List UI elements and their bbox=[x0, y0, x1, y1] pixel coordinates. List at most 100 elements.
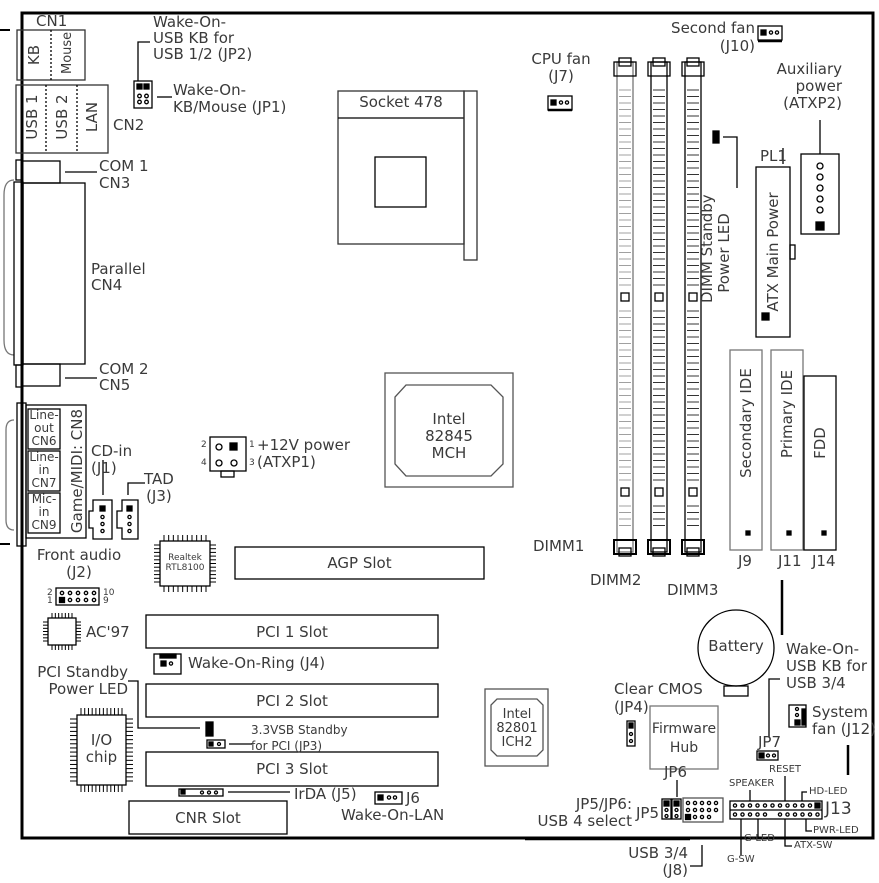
jp1-label: Wake-On-KB/Mouse (JP1) bbox=[173, 81, 287, 116]
cnr-slot bbox=[128, 800, 288, 835]
parallel-connector bbox=[22, 182, 86, 365]
cdin-connector bbox=[88, 499, 113, 540]
usb34-header bbox=[682, 797, 724, 823]
jp5-label: JP5 bbox=[636, 804, 660, 822]
atxp2-connector bbox=[800, 153, 840, 235]
g-led-label: G-LED bbox=[744, 833, 775, 844]
usb1-port-label: USB 1 bbox=[23, 94, 41, 140]
pci3-slot-label: PCI 3 Slot bbox=[256, 760, 328, 778]
dimm2-label: DIMM2 bbox=[590, 571, 642, 589]
hd-led-label: HD-LED bbox=[809, 786, 848, 797]
com1-label: COM 1 bbox=[99, 157, 149, 175]
primary-ide-label: Primary IDE bbox=[778, 369, 796, 459]
secondary-ide-label: Secondary IDE bbox=[737, 368, 755, 478]
front-audio-header bbox=[55, 587, 100, 606]
com2-label: COM 2 bbox=[99, 360, 149, 378]
cn3-label: CN3 bbox=[99, 174, 131, 192]
system-fan-header bbox=[788, 704, 807, 728]
dimm3-label: DIMM3 bbox=[667, 581, 719, 599]
tad-connector bbox=[116, 499, 139, 540]
atxp1-label: +12V power(ATXP1) bbox=[257, 436, 351, 471]
pci3-slot bbox=[145, 751, 439, 787]
audio-jacks bbox=[25, 404, 87, 539]
reset-label: RESET bbox=[769, 764, 802, 775]
pin-label: 10 bbox=[103, 588, 115, 598]
pin-label: 9 bbox=[103, 596, 109, 606]
jp7-label: JP7 bbox=[758, 733, 782, 751]
fdd-label: FDD bbox=[811, 427, 829, 459]
intel-mch-chip bbox=[384, 372, 514, 488]
ac97-label: AC'97 bbox=[86, 623, 130, 641]
second-fan-label: Second fan(J10) bbox=[671, 19, 755, 55]
atxp1-connector bbox=[209, 436, 247, 472]
cn5-label: CN5 bbox=[99, 376, 131, 394]
com1-connector bbox=[21, 160, 61, 184]
atx-main-power-label: ATX Main Power bbox=[764, 192, 782, 312]
wake-on-ring-label: Wake-On-Ring (J4) bbox=[188, 654, 326, 672]
dimm-slot-1 bbox=[613, 57, 637, 557]
atx-sw-label: ATX-SW bbox=[794, 840, 833, 851]
front-audio-label: Front audio(J2) bbox=[36, 546, 122, 581]
j6-label: J6 bbox=[406, 789, 420, 807]
clear-cmos-label: Clear CMOS(JP4) bbox=[614, 680, 703, 716]
pin-label: 4 bbox=[201, 458, 207, 468]
cpu-fan-label: CPU fan(J7) bbox=[531, 50, 591, 85]
secondary-ide bbox=[729, 349, 763, 551]
cn2-label: CN2 bbox=[113, 116, 145, 134]
ac97-chip bbox=[47, 617, 77, 646]
pci2-slot-label: PCI 2 Slot bbox=[256, 692, 328, 710]
pci1-slot bbox=[145, 614, 439, 649]
pci2-slot bbox=[145, 683, 439, 718]
jp6-label: JP6 bbox=[664, 763, 688, 781]
dimm-slot-2 bbox=[647, 57, 671, 557]
g-sw-label: G-SW bbox=[727, 854, 755, 865]
usb2-port-label: USB 2 bbox=[53, 94, 71, 140]
j14-label: J14 bbox=[812, 552, 836, 570]
usb34-label: USB 3/4(J8) bbox=[628, 844, 688, 879]
tad-label: TAD(J3) bbox=[144, 470, 174, 505]
agp-slot bbox=[234, 546, 485, 580]
mouse-port-label: Mouse bbox=[60, 31, 75, 74]
board-outline bbox=[20, 11, 875, 840]
dimm-slot-3 bbox=[681, 57, 705, 557]
pwr-led-label: PWR-LED bbox=[813, 825, 859, 836]
battery-label: Battery bbox=[708, 637, 764, 655]
pl1-label: PL1 bbox=[760, 147, 787, 165]
firmware-hub bbox=[649, 705, 719, 770]
pin-label: 1 bbox=[249, 440, 255, 450]
usb-lan-connector bbox=[15, 84, 109, 154]
cpu-socket bbox=[337, 90, 465, 245]
com2-connector bbox=[21, 363, 61, 387]
agp-slot-label: AGP Slot bbox=[327, 554, 392, 572]
io-chip bbox=[76, 714, 127, 786]
pin-label: 1 bbox=[47, 596, 53, 606]
socket-label: Socket 478 bbox=[359, 93, 443, 111]
pin-label: 2 bbox=[201, 440, 207, 450]
primary-ide bbox=[770, 349, 804, 551]
speaker-label: SPEAKER bbox=[729, 778, 775, 789]
usb4-select-label: JP5/JP6:USB 4 select bbox=[537, 795, 632, 830]
j9-label: J9 bbox=[738, 552, 752, 570]
parallel-label: Parallel bbox=[91, 260, 146, 278]
game-midi-label: Game/MIDI: CN8 bbox=[68, 408, 86, 534]
cnr-slot-label: CNR Slot bbox=[175, 809, 241, 827]
j11-label: J11 bbox=[778, 552, 802, 570]
lan-port-label: LAN bbox=[83, 101, 101, 133]
cn4-label: CN4 bbox=[91, 276, 123, 294]
intel-ich2-chip bbox=[484, 688, 549, 767]
dimm1-label: DIMM1 bbox=[533, 537, 585, 555]
